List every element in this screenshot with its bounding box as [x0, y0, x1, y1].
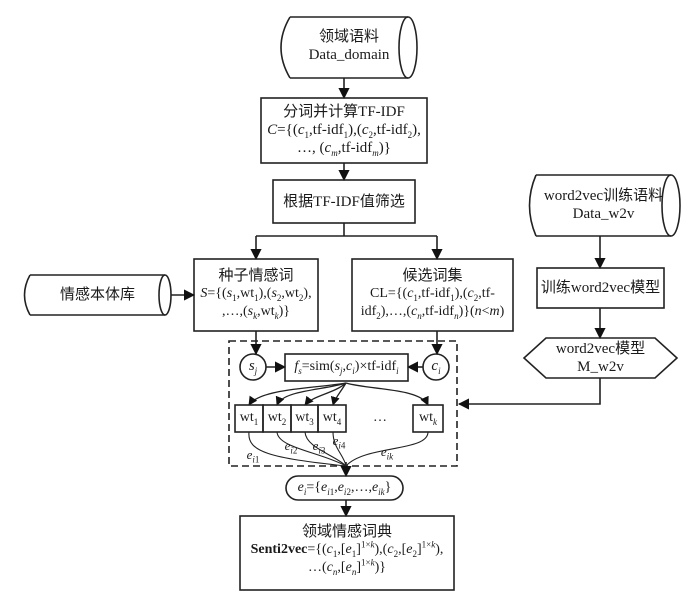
- ei1-label: ei1: [246, 447, 260, 465]
- ei-set-label: ei={ei1,ei2,…,eik}: [297, 480, 392, 497]
- arrow-fs-to-wt4: [330, 382, 347, 406]
- lexicon-formula-name: Senti2vec: [250, 542, 308, 557]
- w2v-corpus-label: word2vec训练语料 Data_w2v: [536, 187, 671, 223]
- ontology-cylinder: [23, 274, 172, 316]
- wt1-label: wt1: [239, 410, 259, 427]
- lexicon-formula-line2: …(cn,[en]1×k)}: [308, 557, 386, 577]
- candidate-formula-line2: idf2),…,(cn,tf-idfn)}(n<m): [360, 304, 505, 321]
- data-domain-title: 领域语料: [318, 29, 379, 45]
- tfidf-label: 分词并计算TF-IDF C={(c1,tf-idf1),(c2,tf-idf2)…: [261, 103, 427, 158]
- arrow-fs-to-wt3: [304, 382, 347, 406]
- w2v-model-label: word2vec模型 M_w2v: [524, 340, 677, 376]
- wt-ellipsis: …: [373, 410, 387, 425]
- edge-ei2: [276, 431, 347, 467]
- seed-label: 种子情感词 S={(s1,wt1),(s2,wt2), ,…,(sk,wtk)}: [194, 267, 318, 321]
- fs-box: [284, 353, 409, 382]
- arrow-fs-to-wtk: [345, 382, 429, 406]
- wt3-label: wt3: [295, 410, 314, 427]
- ci-label: ci: [431, 358, 441, 376]
- arrow-model-to-dashed: [457, 378, 601, 410]
- eik-label: eik: [380, 444, 394, 462]
- w2v-model-hexagon: [522, 337, 679, 379]
- lexicon-title: 领域情感词典: [301, 524, 392, 540]
- candidate-title: 候选词集: [402, 268, 463, 284]
- candidate-label: 候选词集 CL={(c1,tf-idf1),(c2,tf- idf2),…,(c…: [352, 267, 513, 321]
- candidate-formula-line1: CL={(c1,tf-idf1),(c2,tf-: [370, 286, 495, 303]
- seed-formula-line1: S={(s1,wt1),(s2,wt2),: [200, 286, 312, 303]
- w2v-corpus-subtitle: Data_w2v: [572, 206, 635, 222]
- sj-label: sj: [248, 358, 258, 376]
- split-line: [256, 223, 437, 237]
- w2v-model-title: word2vec模型: [555, 341, 646, 357]
- wtk-label: wtk: [419, 410, 437, 427]
- seed-formula-line2: ,…,(sk,wtk)}: [221, 304, 290, 321]
- ei2-label: ei2: [284, 438, 298, 456]
- candidate-box: [351, 258, 514, 332]
- data-domain-cylinder: [280, 16, 418, 79]
- arrow-fs-to-wt1: [248, 382, 347, 406]
- lexicon-formula-line1: Senti2vec={(c1,[e1]1×k),(c2,[e2]1×k),: [250, 539, 444, 559]
- lexicon-box: [239, 515, 455, 591]
- wt4-label: wt4: [322, 410, 342, 427]
- w2v-train-label: 训练word2vec模型: [540, 280, 661, 296]
- lexicon-label: 领域情感词典 Senti2vec={(c1,[e1]1×k),(c2,[e2]1…: [240, 523, 454, 577]
- wt4-box: [317, 404, 347, 433]
- edge-ei1: [248, 431, 347, 467]
- w2v-model-subtitle: M_w2v: [577, 359, 624, 375]
- data-domain-subtitle: Data_domain: [308, 47, 390, 63]
- ei-rounded-box: [285, 475, 404, 501]
- tfidf-formula-line1: C={(c1,tf-idf1),(c2,tf-idf2),: [267, 122, 421, 140]
- fs-formula: fs=sim(sj,ci)×tf-idfi: [294, 359, 399, 376]
- ontology-label: 情感本体库: [59, 287, 135, 303]
- edge-eik: [345, 431, 429, 467]
- wt2-label: wt2: [267, 410, 287, 427]
- tfidf-formula-line2: …, (cm,tf-idfm)}: [297, 140, 391, 158]
- data-domain-label: 领域语料 Data_domain: [290, 28, 408, 64]
- seed-title: 种子情感词: [218, 268, 294, 284]
- w2v-corpus-title: word2vec训练语料: [543, 188, 664, 204]
- tfidf-title: 分词并计算TF-IDF: [283, 104, 405, 120]
- arrow-fs-to-wt2: [275, 382, 347, 406]
- w2v-corpus-cylinder: [528, 174, 681, 237]
- filter-label: 根据TF-IDF值筛选: [283, 194, 405, 210]
- ei4-label: ei4: [332, 433, 346, 451]
- ei3-label: ei3: [312, 438, 326, 456]
- edge-ei3: [304, 431, 347, 467]
